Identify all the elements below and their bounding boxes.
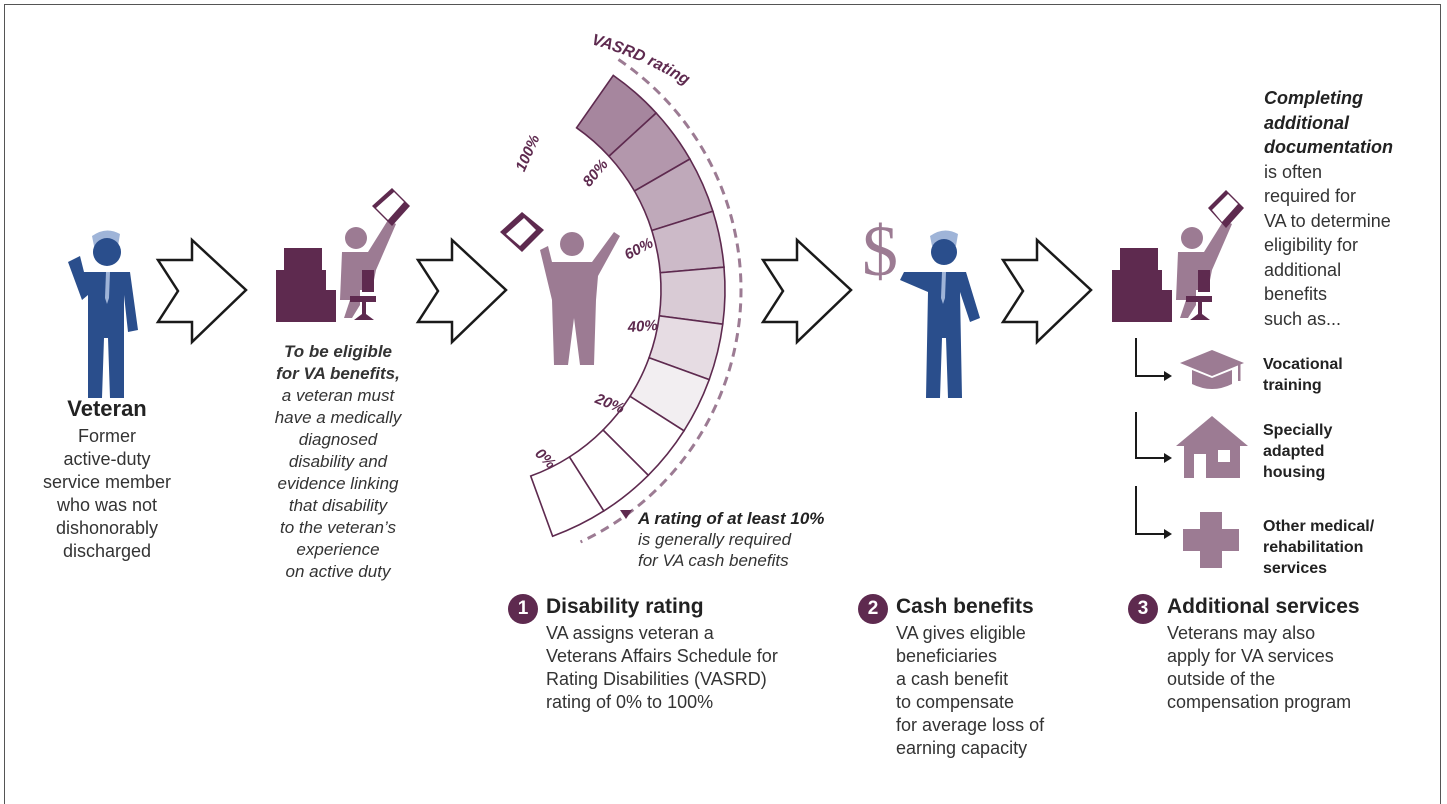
step-3-line: outside of the — [1167, 669, 1276, 689]
service-housing: Specially adapted housing — [1263, 420, 1413, 483]
documentation-bold-line: documentation — [1264, 137, 1393, 157]
step-number-1: 1 — [508, 594, 538, 624]
folder-icon — [372, 188, 410, 226]
step-3-line: apply for VA services — [1167, 646, 1334, 666]
veteran-title: Veteran — [67, 396, 147, 421]
service-vocational: Vocational training — [1263, 354, 1413, 396]
eligibility-line: that disability — [288, 496, 388, 515]
step-3-line: Veterans may also — [1167, 623, 1316, 643]
house-icon — [1176, 416, 1248, 478]
branch-connector — [1135, 412, 1166, 459]
veteran-line: discharged — [62, 541, 152, 561]
rating-segment — [529, 455, 605, 538]
eligibility-line: to the veteran’s — [280, 518, 396, 537]
rating-note-line: for VA cash benefits — [638, 551, 789, 570]
step-1-title: Disability rating — [546, 595, 704, 618]
veteran-saluting-icon — [68, 230, 138, 398]
service-line: services — [1263, 560, 1328, 577]
step-1-line: rating of 0% to 100% — [546, 692, 714, 712]
eligibility-line: disability and — [288, 452, 388, 471]
eligibility-line: a veteran must — [281, 386, 395, 405]
veteran-line: dishonorably — [55, 518, 159, 538]
step-2-line: for average loss of — [896, 715, 1045, 735]
service-line: adapted — [1263, 443, 1325, 460]
step-3-line: compensation program — [1167, 692, 1352, 712]
service-line: rehabilitation — [1263, 539, 1364, 556]
diagram-artwork: $ — [68, 58, 1248, 568]
documentation-line: VA to determine — [1264, 210, 1391, 231]
documentation-line: additional — [1264, 259, 1342, 280]
rating-note: A rating of at least 10% is generally re… — [638, 508, 878, 571]
medical-cross-icon — [1183, 512, 1239, 568]
step-2-title: Cash benefits — [896, 595, 1034, 618]
flow-arrow-4 — [1000, 237, 1093, 345]
rating-scale — [529, 58, 743, 544]
man-pointing-icon — [540, 232, 620, 365]
flow-arrow-1 — [155, 237, 248, 345]
desk-worker-icon — [276, 220, 396, 322]
step-1-line: Veterans Affairs Schedule for — [546, 646, 778, 666]
folder-icon — [500, 212, 544, 252]
documentation-line: required for — [1264, 186, 1357, 206]
desk-worker-icon — [1112, 220, 1232, 322]
documentation-bold-line: Completing — [1264, 88, 1363, 108]
documentation-line: eligibility for — [1264, 235, 1359, 255]
veteran-block: Veteran Former active-duty service membe… — [22, 396, 192, 563]
eligibility-line: diagnosed — [298, 430, 378, 449]
graduation-cap-icon — [1180, 350, 1244, 389]
step-number-2: 2 — [858, 594, 888, 624]
service-line: Other medical/ — [1263, 518, 1375, 535]
documentation-line: benefits — [1264, 284, 1328, 304]
documentation-block: Completing additional documentation is o… — [1264, 86, 1439, 331]
eligibility-bold-line: for VA benefits, — [276, 364, 400, 383]
eligibility-bold-line: To be eligible — [284, 342, 392, 361]
note-marker — [620, 510, 632, 519]
figure-frame — [4, 4, 1441, 804]
step-3-title: Additional services — [1167, 595, 1360, 618]
step-1-block: Disability rating VA assigns veteran a V… — [546, 594, 846, 714]
dollar-sign-icon: $ — [862, 211, 898, 291]
veteran-line: service member — [42, 472, 172, 492]
step-number-3: 3 — [1128, 594, 1158, 624]
veteran-line: active-duty — [63, 449, 151, 469]
svg-text:$: $ — [862, 211, 898, 291]
step-1-line: Rating Disabilities (VASRD) — [546, 669, 767, 689]
veteran-line: who was not — [56, 495, 158, 515]
service-line: Vocational — [1263, 356, 1343, 373]
step-2-line: VA gives eligible — [896, 623, 1026, 643]
step-3-block: Additional services Veterans may also ap… — [1167, 594, 1427, 714]
service-medical: Other medical/ rehabilitation services — [1263, 516, 1433, 579]
eligibility-block: To be eligible for VA benefits, a vetera… — [248, 341, 428, 583]
flow-arrow-2 — [415, 237, 508, 345]
flow-arrow-3 — [760, 237, 853, 345]
eligibility-line: evidence linking — [277, 474, 399, 493]
rating-note-bold: A rating of at least 10% — [638, 509, 825, 528]
step-2-line: to compensate — [896, 692, 1015, 712]
documentation-line: such as... — [1264, 308, 1342, 329]
eligibility-line: experience — [296, 540, 380, 559]
rating-segment — [658, 266, 726, 326]
eligibility-line: have a medically — [274, 408, 402, 427]
rating-note-line: is generally required — [638, 530, 792, 549]
eligibility-line: on active duty — [285, 562, 391, 581]
veteran-line: Former — [78, 426, 136, 446]
documentation-bold-line: additional — [1264, 112, 1349, 133]
folder-icon — [1208, 190, 1244, 228]
step-2-line: a cash benefit — [896, 669, 1009, 689]
step-2-line: earning capacity — [896, 738, 1028, 758]
service-line: housing — [1263, 464, 1326, 481]
service-line: training — [1263, 377, 1322, 394]
branch-connector — [1135, 486, 1166, 535]
veteran-icon — [900, 230, 980, 398]
branch-connector — [1135, 338, 1166, 377]
service-line: Specially — [1263, 422, 1333, 439]
step-1-line: VA assigns veteran a — [546, 623, 714, 643]
step-2-line: beneficiaries — [896, 646, 998, 666]
documentation-line: is often — [1264, 161, 1323, 182]
step-2-block: Cash benefits VA gives eligible benefici… — [896, 594, 1116, 760]
